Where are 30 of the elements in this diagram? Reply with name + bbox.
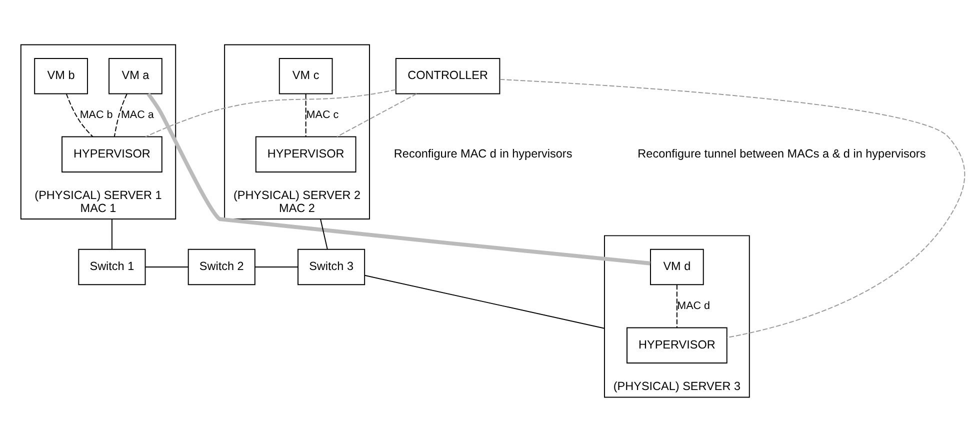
connector bbox=[145, 89, 396, 138]
node-box: CONTROLLER bbox=[395, 58, 500, 94]
connector bbox=[114, 93, 128, 137]
edge-label: MAC b bbox=[80, 108, 113, 121]
node-box: Switch 1 bbox=[78, 248, 146, 286]
node-box: VM a bbox=[108, 58, 162, 94]
connector bbox=[111, 218, 112, 250]
node-box: VM b bbox=[34, 58, 88, 94]
connector bbox=[66, 93, 94, 138]
connector bbox=[499, 78, 966, 338]
node-box: Switch 3 bbox=[298, 248, 366, 286]
node-box: VM d bbox=[650, 248, 704, 286]
connector bbox=[146, 92, 650, 266]
edge-label: MAC a bbox=[120, 108, 154, 121]
connector bbox=[144, 266, 189, 268]
node-box: Switch 2 bbox=[188, 248, 256, 286]
node-box: HYPERVISOR bbox=[626, 327, 728, 364]
connector bbox=[254, 266, 298, 268]
node-box: HYPERVISOR bbox=[62, 136, 162, 173]
connector bbox=[336, 93, 418, 138]
connector bbox=[676, 284, 678, 328]
connector bbox=[364, 274, 605, 329]
connector bbox=[320, 218, 328, 250]
label: Reconfigure MAC d in hypervisors bbox=[394, 147, 572, 160]
node-box: VM c bbox=[278, 58, 333, 94]
edge-label: MAC c bbox=[306, 108, 339, 121]
node-box: HYPERVISOR bbox=[255, 136, 356, 173]
edge-label: MAC d bbox=[677, 300, 710, 312]
connector bbox=[305, 94, 306, 138]
label: Reconfigure tunnel between MACs a & d in hypervisors bbox=[638, 147, 926, 160]
